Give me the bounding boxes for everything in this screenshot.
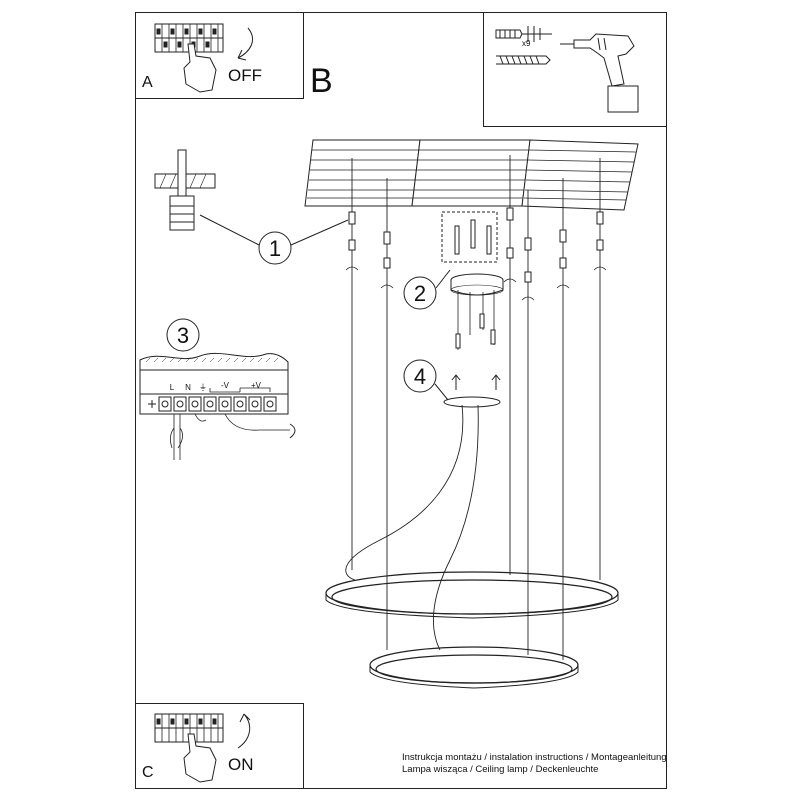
callout-1: 1 xyxy=(269,236,281,261)
terminal-label-n: N xyxy=(185,383,191,392)
hand-icon xyxy=(183,733,217,783)
anchor-detail xyxy=(154,149,216,231)
footer-line-2: Lampa wisząca / Ceiling lamp / Deckenleu… xyxy=(402,764,599,775)
panel-b-letter: B xyxy=(310,62,333,100)
screw-icon xyxy=(454,219,492,255)
terminal-label-ground: ⏚ xyxy=(199,383,207,392)
panel-a-action: OFF xyxy=(228,66,262,85)
curved-arrow-icon xyxy=(237,27,253,61)
panel-c-action: ON xyxy=(228,755,254,774)
callout-4: 4 xyxy=(414,364,426,389)
ceiling-plate-icon xyxy=(304,139,639,211)
anchor-count: x9 xyxy=(522,39,531,48)
mounting-plate xyxy=(443,396,501,408)
panel-c-letter: C xyxy=(142,764,154,781)
screw-icon xyxy=(496,55,551,65)
breaker-panel-icon xyxy=(154,23,224,53)
terminal-label-pos: +V xyxy=(251,381,262,390)
callout-2: 2 xyxy=(414,281,426,306)
panel-a-letter: A xyxy=(142,74,153,91)
wall-plug-icon xyxy=(495,26,552,42)
curved-arrow-icon xyxy=(237,713,251,749)
footer-line-1: Instrukcja montażu / instalation instruc… xyxy=(402,752,667,763)
callout-3: 3 xyxy=(177,323,189,348)
terminal-block xyxy=(139,352,296,460)
ring-lamp-icon xyxy=(325,571,619,619)
terminal-label-l: L xyxy=(170,383,175,392)
canopy xyxy=(450,273,504,296)
ring-lamp-icon xyxy=(369,646,579,689)
terminal-label-neg: -V xyxy=(221,381,230,390)
drill-icon xyxy=(560,33,639,113)
hand-icon xyxy=(183,43,217,93)
